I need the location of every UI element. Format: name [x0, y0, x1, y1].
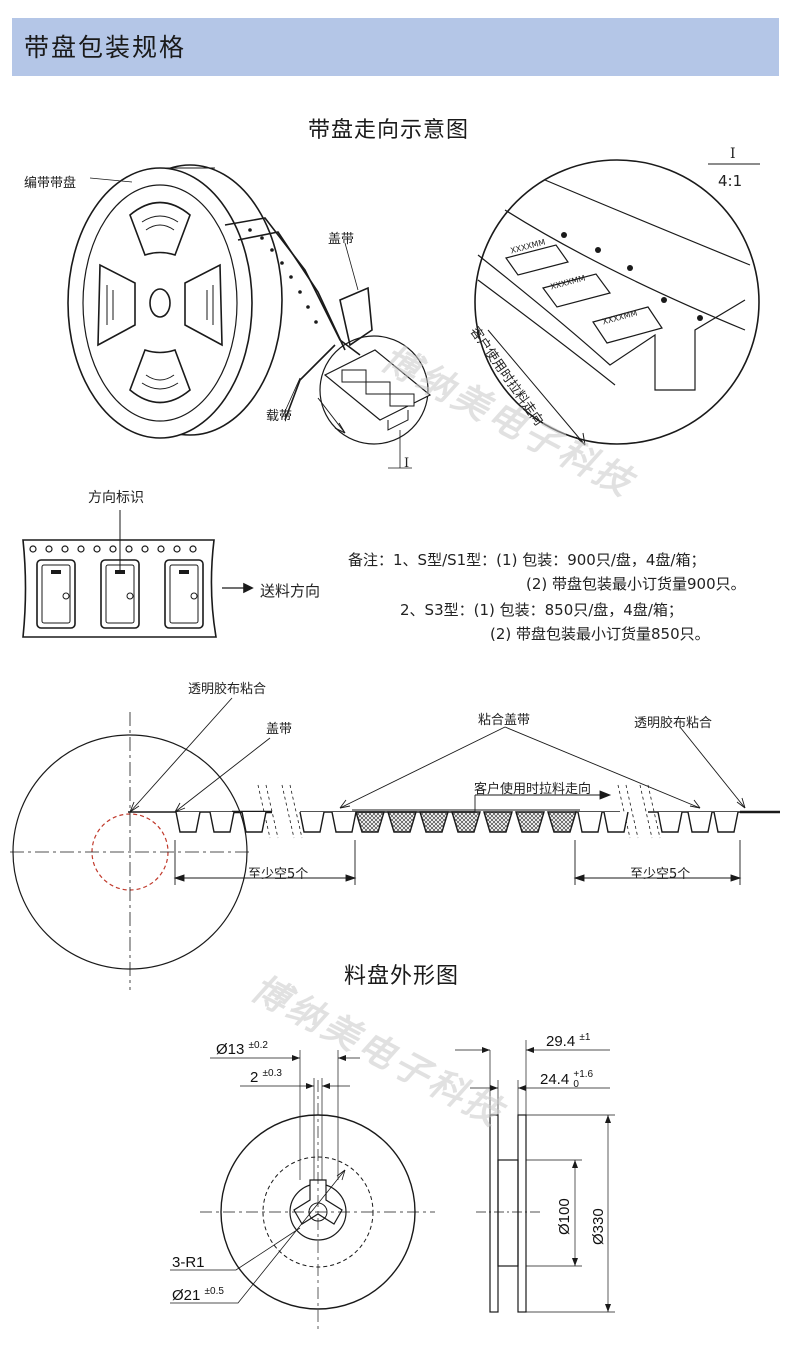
- pull-direction-label-2: 客户使用时拉料走向: [474, 782, 592, 797]
- page-title: 带盘包装规格: [24, 33, 187, 62]
- empty-pockets-left: 至少空5个: [248, 867, 309, 882]
- section-title-reel-outline: 料盘外形图: [344, 964, 460, 989]
- reel-label: 编带带盘: [24, 176, 77, 191]
- dim-inner-width-tol-up: +1.6: [573, 1069, 594, 1080]
- dim-outer-width: 29.4 ±1: [546, 1032, 590, 1050]
- dim-inner-width: 24.4 +1.6 0: [540, 1070, 593, 1090]
- detail-scale-denominator: 4:1: [718, 172, 743, 190]
- carrier-tape-label: 载带: [266, 409, 293, 424]
- orientation-label: 方向标识: [88, 490, 144, 506]
- carrier-tape-top-view: [22, 510, 254, 638]
- section-title-reel-direction: 带盘走向示意图: [308, 118, 470, 143]
- dim-hub-diameter: Ø13 ±0.2: [216, 1040, 268, 1058]
- dim-inner-width-value: 24.4: [540, 1070, 570, 1088]
- dim-core-diameter: Ø100: [556, 1198, 573, 1235]
- reel-illustration: [67, 164, 432, 469]
- dim-outer-width-tolerance: ±1: [579, 1032, 591, 1043]
- detail-marker: I: [404, 456, 410, 471]
- note-line-1: 备注：1、S型/S1型：(1) 包装：900只/盘，4盘/箱；: [348, 551, 706, 569]
- dim-inner-width-tol-down: 0: [573, 1079, 579, 1090]
- cover-tape-label-2: 盖带: [266, 722, 293, 737]
- note-line-4: (2) 带盘包装最小订货量850只。: [490, 625, 710, 643]
- dim-bore-diameter: Ø21 ±0.5: [172, 1286, 224, 1304]
- note-line-2: (2) 带盘包装最小订货量900只。: [526, 575, 746, 593]
- dim-hub-value: Ø13: [216, 1041, 245, 1058]
- dim-radius: 3-R1: [172, 1254, 205, 1271]
- dim-hub-tolerance: ±0.2: [248, 1040, 268, 1051]
- feed-direction-label: 送料方向: [260, 582, 321, 600]
- note-line-3: 2、S3型：(1) 包装：850只/盘，4盘/箱；: [400, 601, 683, 619]
- dim-slot-width: 2 ±0.3: [250, 1068, 282, 1086]
- dim-outer-diameter: Ø330: [590, 1208, 607, 1245]
- dim-bore-value: Ø21: [172, 1287, 201, 1304]
- dim-slot-value: 2: [250, 1069, 259, 1086]
- reel-outline-drawing: [170, 1040, 615, 1330]
- empty-pockets-right: 至少空5个: [630, 867, 691, 882]
- dim-slot-tolerance: ±0.3: [262, 1068, 282, 1079]
- magnified-detail: [474, 159, 760, 446]
- dim-bore-tolerance: ±0.5: [204, 1286, 224, 1297]
- transparent-tape-label-left: 透明胶布粘合: [188, 682, 267, 697]
- sealed-cover-tape-label: 粘合盖带: [478, 713, 531, 728]
- header-bar: 带盘包装规格: [12, 18, 779, 76]
- dim-outer-width-value: 29.4: [546, 1033, 576, 1050]
- transparent-tape-label-right: 透明胶布粘合: [634, 716, 713, 731]
- cover-tape-label: 盖带: [328, 232, 355, 247]
- leader-trailer-diagram: [10, 697, 780, 990]
- detail-scale-numerator: I: [730, 146, 736, 162]
